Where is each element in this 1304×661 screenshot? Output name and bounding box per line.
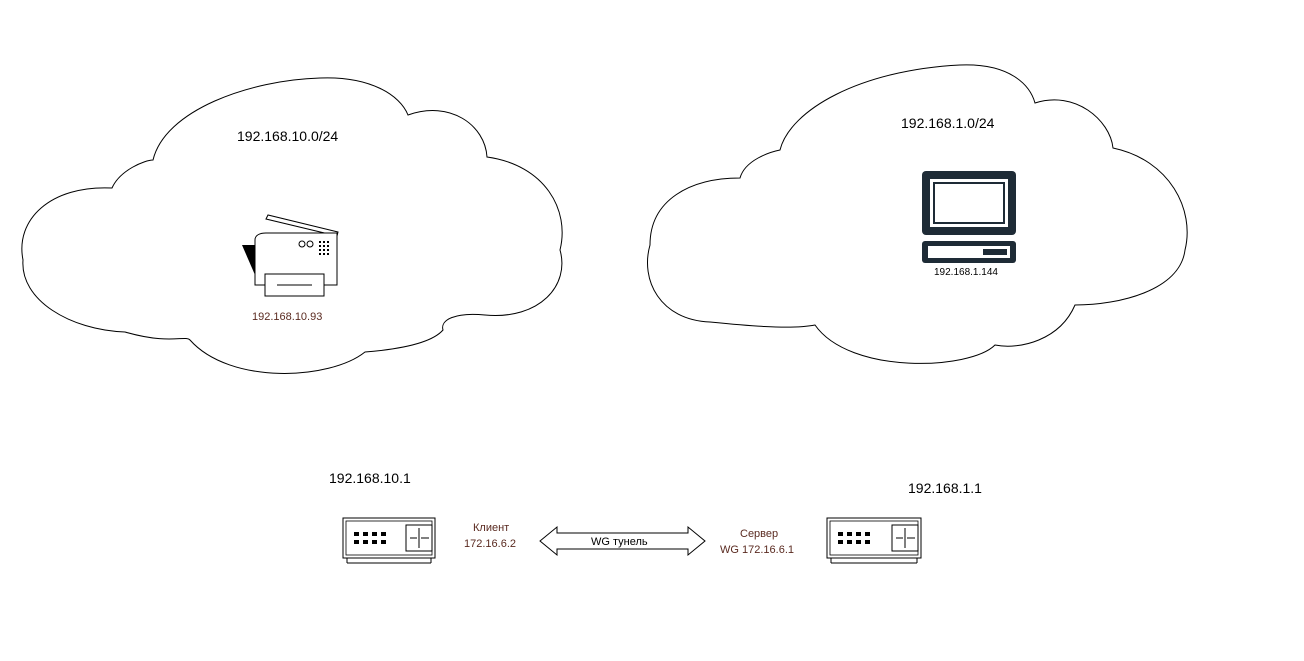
computer-icon — [922, 171, 1016, 263]
computer-ip-label: 192.168.1.144 — [934, 267, 998, 278]
right-router-icon — [826, 517, 922, 564]
right-subnet-label: 192.168.1.0/24 — [901, 115, 995, 131]
wg-tunnel-arrow — [539, 525, 706, 557]
left-router-icon — [342, 517, 436, 564]
client-role-label: Клиент — [473, 522, 509, 534]
printer-icon — [242, 214, 339, 297]
client-tunnel-ip-label: 172.16.6.2 — [464, 538, 516, 550]
left-subnet-label: 192.168.10.0/24 — [237, 128, 338, 144]
server-role-label: Сервер — [740, 528, 778, 540]
left-network-cloud — [21, 77, 563, 374]
printer-ip-label: 192.168.10.93 — [252, 311, 322, 323]
server-tunnel-ip-label: WG 172.16.6.1 — [720, 544, 794, 556]
left-router-ip-label: 192.168.10.1 — [329, 470, 411, 486]
wg-tunnel-label: WG тунель — [591, 536, 648, 548]
right-router-ip-label: 192.168.1.1 — [908, 480, 982, 496]
right-network-cloud — [647, 64, 1188, 364]
